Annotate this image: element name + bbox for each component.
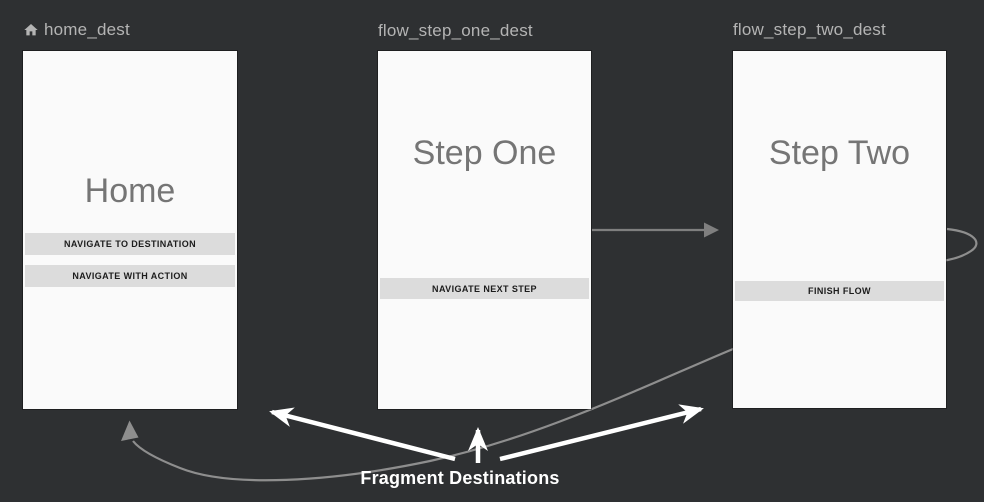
destination-card-flow-step-one-dest[interactable]: Step One NAVIGATE NEXT STEP (378, 51, 591, 409)
home-icon (24, 24, 38, 36)
destination-label-flow-step-two-dest[interactable]: flow_step_two_dest (733, 20, 886, 40)
screen-title: Step Two (768, 134, 911, 172)
arrowhead-icon (704, 222, 719, 238)
preview-button-navigate-with-action: NAVIGATE WITH ACTION (25, 265, 235, 287)
destination-card-home-dest[interactable]: Home NAVIGATE TO DESTINATION NAVIGATE WI… (23, 51, 237, 409)
screen-title: Step One (412, 134, 557, 172)
destination-label-text: home_dest (44, 20, 130, 39)
preview-button-navigate-to-destination: NAVIGATE TO DESTINATION (25, 233, 235, 255)
annotation-arrow-to-step-two-dest (499, 404, 704, 462)
action-arrow-step-one-to-step-two[interactable] (592, 222, 719, 238)
annotation-caption: Fragment Destinations (360, 468, 560, 488)
destination-label-text: flow_step_one_dest (378, 21, 533, 40)
action-arrow-step-two-pop-to-home[interactable] (121, 227, 978, 482)
preview-button-navigate-next-step: NAVIGATE NEXT STEP (380, 278, 589, 299)
preview-button-finish-flow: FINISH FLOW (735, 281, 944, 301)
arrowhead-icon (121, 420, 139, 441)
annotation-arrow-to-home-dest (269, 407, 456, 462)
destination-card-flow-step-two-dest[interactable]: Step Two FINISH FLOW (733, 51, 946, 408)
destination-label-home-dest[interactable]: home_dest (23, 20, 130, 40)
screen-title: Home (84, 172, 176, 210)
destination-label-flow-step-one-dest[interactable]: flow_step_one_dest (378, 21, 533, 41)
destination-label-text: flow_step_two_dest (733, 20, 886, 39)
